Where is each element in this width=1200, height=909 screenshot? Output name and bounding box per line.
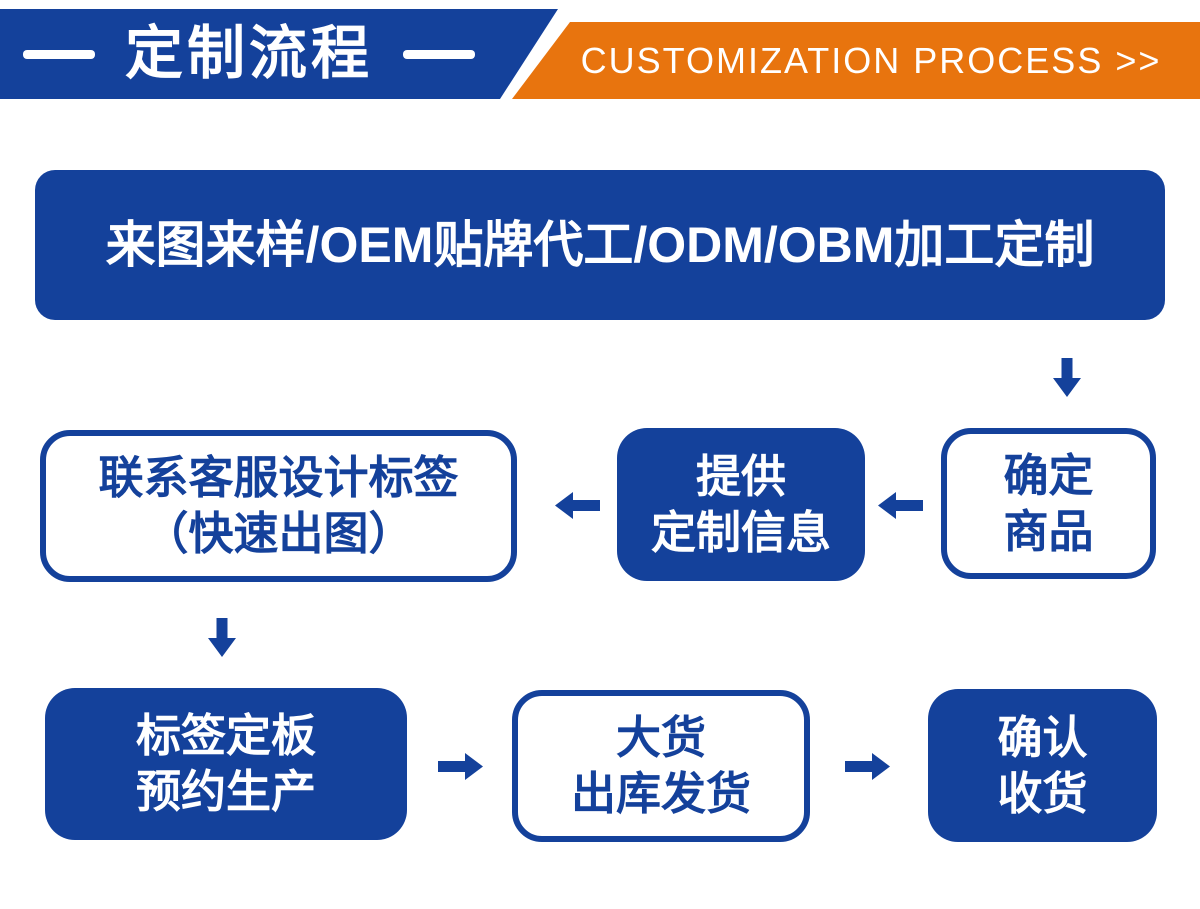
page-title: 定制流程 [124,21,373,86]
step-confirm-product-line2: 商品 [1003,505,1094,557]
step-confirm-product: 确定 商品 [941,428,1156,579]
step-confirm-product-line1: 确定 [1003,449,1094,501]
arrow-right-icon [438,753,483,780]
arrow-right-icon [845,753,890,780]
step-contact-design-line1: 联系客服设计标签 [98,452,459,503]
step-bulk-shipping-line2: 出库发货 [570,768,751,819]
step-bulk-shipping: 大货 出库发货 [512,690,810,842]
title-left-dash [23,50,95,59]
service-banner: 来图来样/OEM贴牌代工/ODM/OBM加工定制 [35,170,1165,320]
step-label-production: 标签定板 预约生产 [45,688,407,840]
arrow-down-icon [208,618,236,657]
step-provide-info-line2: 定制信息 [650,506,831,558]
step-provide-info-line1: 提供 [695,450,786,502]
header-orange-band: CUSTOMIZATION PROCESS >> [512,22,1200,99]
arrow-left-icon [878,492,923,519]
arrow-left-icon [555,492,600,519]
header-blue-band: 定制流程 [0,9,558,99]
step-provide-info: 提供 定制信息 [617,428,865,581]
service-banner-label: 来图来样/OEM贴牌代工/ODM/OBM加工定制 [105,217,1095,273]
step-bulk-shipping-line1: 大货 [615,712,706,763]
step-contact-design-line2: （快速出图） [143,508,414,559]
step-label-production-line1: 标签定板 [135,710,316,761]
arrow-down-icon [1053,358,1081,397]
step-label-production-line2: 预约生产 [135,766,316,817]
step-confirm-receipt: 确认 收货 [928,689,1157,842]
step-contact-design: 联系客服设计标签 （快速出图） [40,430,517,582]
step-confirm-receipt-line1: 确认 [997,711,1088,763]
page-subtitle: CUSTOMIZATION PROCESS >> [580,39,1162,81]
title-right-dash [403,50,475,59]
step-confirm-receipt-line2: 收货 [997,767,1088,819]
